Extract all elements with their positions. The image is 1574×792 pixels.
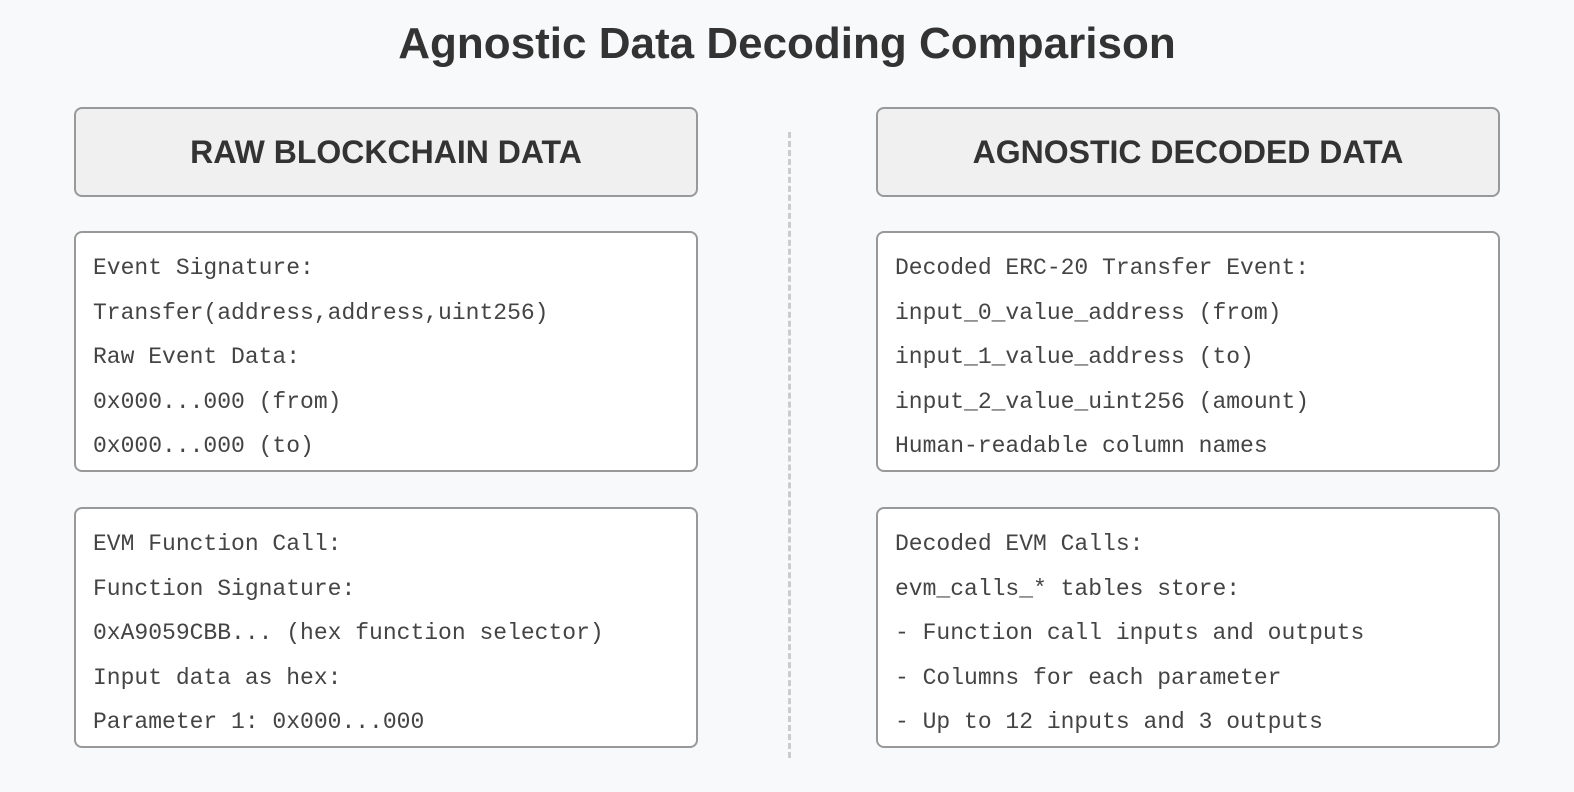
decoded-call-line: Decoded EVM Calls: (895, 531, 1144, 557)
raw-event-line: 0x000...000 (to) (93, 433, 314, 460)
decoded-event-line: Human-readable column names (895, 433, 1268, 460)
decoded-call-box: Decoded EVM Calls: evm_calls_* tables st… (876, 507, 1500, 748)
page-title: Agnostic Data Decoding Comparison (398, 19, 1176, 68)
raw-call-line: 0xA9059CBB... (hex function selector) (93, 620, 604, 647)
raw-event-line: Event Signature: (93, 255, 314, 281)
raw-event-line: Raw Event Data: (93, 344, 301, 371)
raw-event-box: Event Signature: Transfer(address,addres… (74, 231, 698, 472)
decoded-event-line: input_0_value_address (from) (895, 299, 1282, 326)
raw-call-line: Function Signature: (93, 575, 356, 602)
raw-call-line: Input data as hex: (93, 664, 342, 691)
raw-event-line: 0x000...000 (from) (93, 388, 342, 415)
raw-call-line: Parameter 1: 0x000...000 (93, 709, 425, 736)
raw-event-line: Transfer(address,address,uint256) (93, 299, 549, 326)
decoded-event-line: input_1_value_address (to) (895, 344, 1254, 371)
decoded-event-box: Decoded ERC-20 Transfer Event: input_0_v… (876, 231, 1500, 472)
decoded-call-line: evm_calls_* tables store: (895, 575, 1241, 602)
decoded-event-line: Decoded ERC-20 Transfer Event: (895, 255, 1310, 281)
raw-call-box: EVM Function Call: Function Signature: 0… (74, 507, 698, 748)
raw-data-header: RAW BLOCKCHAIN DATA (74, 107, 698, 197)
center-divider (788, 132, 791, 758)
decoded-call-line: - Columns for each parameter (895, 664, 1282, 691)
decoded-event-line: input_2_value_uint256 (amount) (895, 388, 1310, 415)
decoded-data-header: AGNOSTIC DECODED DATA (876, 107, 1500, 197)
decoded-call-line: - Up to 12 inputs and 3 outputs (895, 709, 1323, 736)
raw-call-line: EVM Function Call: (93, 531, 342, 557)
decoded-call-line: - Function call inputs and outputs (895, 620, 1365, 647)
